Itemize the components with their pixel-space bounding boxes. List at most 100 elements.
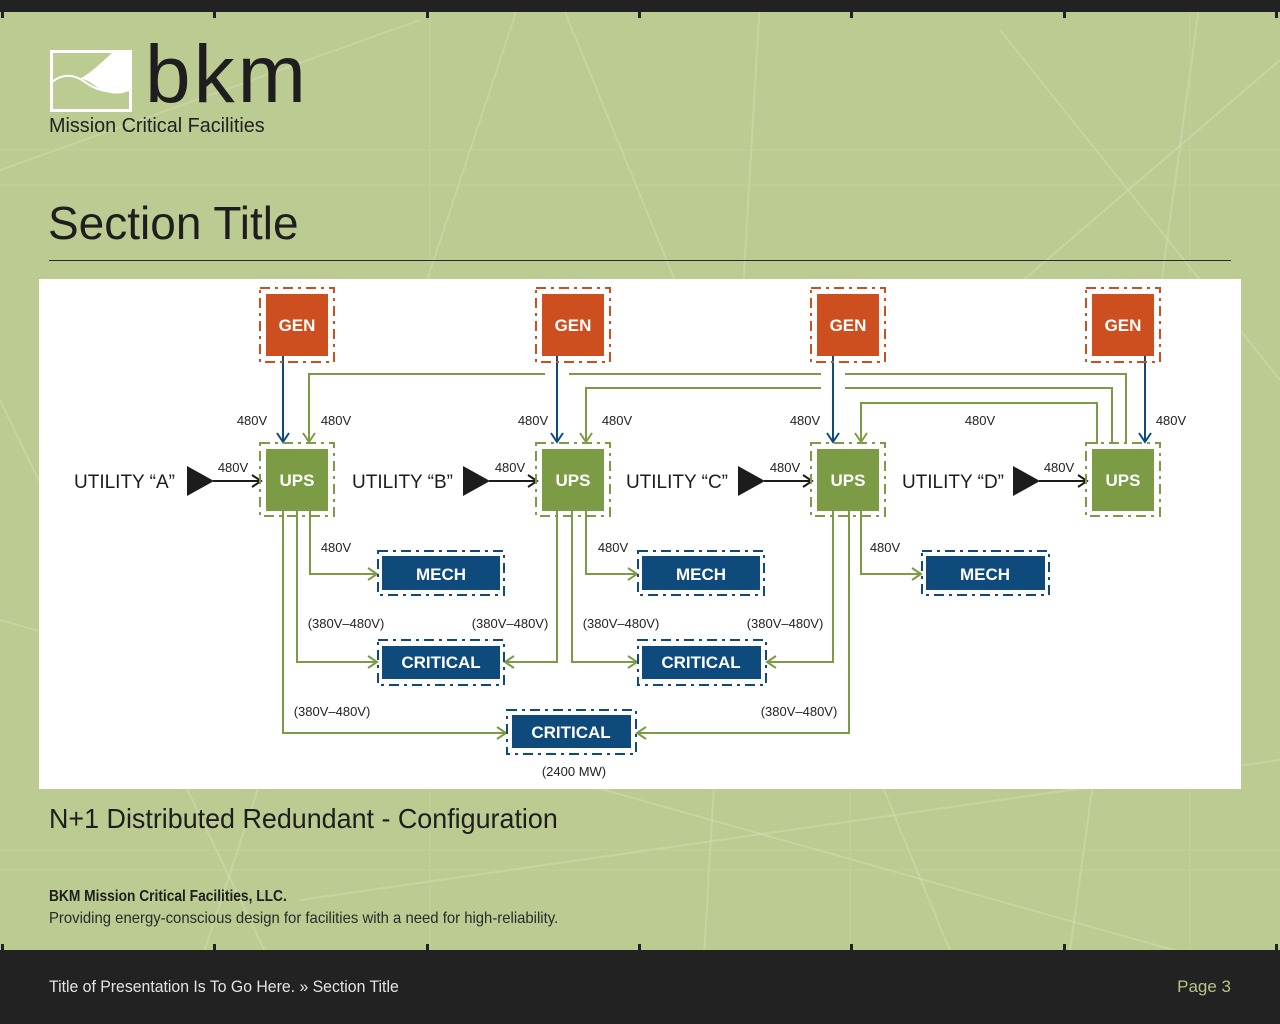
mech-boundary — [377, 550, 505, 596]
voltage-label: 480V — [1156, 413, 1187, 428]
mech-load-node[interactable]: MECH — [921, 550, 1050, 596]
ups-boundary — [535, 442, 611, 517]
critical-label: CRITICAL — [401, 653, 480, 672]
footer-breadcrumb: Title of Presentation Is To Go Here. » S… — [49, 977, 399, 996]
cross-feed-line-ups4-to-ups2 — [579, 387, 1113, 444]
voltage-label: 480V — [790, 413, 821, 428]
generator-boundary — [259, 287, 335, 363]
power-distribution-diagram: GEN GEN GEN GEN UPS UPS — [74, 287, 1187, 779]
mech-label: MECH — [416, 565, 466, 584]
critical-boundary — [377, 639, 505, 686]
ups2-to-critical2-line — [571, 511, 639, 669]
bottom-tick — [850, 944, 853, 950]
diagram-panel: GEN GEN GEN GEN UPS UPS — [39, 279, 1241, 789]
footer-bar — [0, 950, 1280, 1024]
voltage-range-label: (380V–480V) — [294, 704, 371, 719]
bottom-tick — [1063, 944, 1066, 950]
generator-label: GEN — [555, 316, 592, 335]
voltage-range-label: (380V–480V) — [308, 616, 385, 631]
critical-load-node[interactable]: CRITICAL — [637, 639, 767, 686]
top-tick — [1275, 12, 1278, 18]
voltage-label: 480V — [965, 413, 996, 428]
gen-feed-line-2 — [550, 356, 564, 444]
utility-source-icon — [463, 466, 490, 496]
mech-label: MECH — [960, 565, 1010, 584]
ups-box — [1092, 449, 1154, 511]
critical-label: CRITICAL — [531, 723, 610, 742]
critical-load-node[interactable]: CRITICAL — [506, 709, 637, 755]
voltage-range-label: (380V–480V) — [472, 616, 549, 631]
top-tick — [213, 12, 216, 18]
critical-load-node[interactable]: CRITICAL — [377, 639, 505, 686]
top-tick — [638, 12, 641, 18]
mech-load-node[interactable]: MECH — [637, 550, 765, 596]
utility-source-icon — [1013, 466, 1040, 496]
company-name: BKM Mission Critical Facilities, LLC. — [49, 888, 287, 905]
generator-boundary — [1085, 287, 1161, 363]
generator-label: GEN — [830, 316, 867, 335]
ups3-to-critical3-line — [635, 511, 850, 740]
generator-boundary — [535, 287, 611, 363]
mech-label: MECH — [676, 565, 726, 584]
utility-label: UTILITY “C” — [626, 472, 728, 493]
top-bar — [0, 0, 1280, 12]
voltage-label: 480V — [602, 413, 633, 428]
top-tick — [426, 12, 429, 18]
ups-node[interactable]: UPS — [259, 442, 335, 517]
ups-box — [266, 449, 328, 511]
bottom-tick — [426, 944, 429, 950]
section-title: Section Title — [48, 197, 299, 249]
ups-boundary — [810, 442, 886, 517]
critical-boundary — [637, 639, 767, 686]
generator-box — [817, 294, 879, 356]
ups-box — [542, 449, 604, 511]
title-divider — [49, 260, 1231, 261]
critical-box — [512, 715, 631, 748]
ups-box — [817, 449, 879, 511]
ups-label: UPS — [556, 471, 591, 490]
generator-node[interactable]: GEN — [810, 287, 886, 363]
voltage-label: 480V — [321, 540, 352, 555]
utility-label: UTILITY “A” — [74, 472, 175, 493]
ups-label: UPS — [831, 471, 866, 490]
ups-label: UPS — [280, 471, 315, 490]
generator-node[interactable]: GEN — [1085, 287, 1161, 363]
generator-label: GEN — [1105, 316, 1142, 335]
ups2-to-critical1-line — [503, 511, 558, 669]
critical-boundary — [506, 709, 637, 755]
cross-feed-line-ups4-to-ups1 — [302, 373, 1127, 444]
generator-box — [266, 294, 328, 356]
logo-tagline: Mission Critical Facilities — [49, 115, 265, 137]
ups3-to-mech3-line — [860, 511, 923, 581]
bottom-tick — [1, 944, 4, 950]
voltage-range-label: (380V–480V) — [761, 704, 838, 719]
mech-boundary — [637, 550, 765, 596]
generator-node[interactable]: GEN — [535, 287, 611, 363]
mech-boundary — [921, 550, 1050, 596]
ups-node[interactable]: UPS — [1085, 442, 1161, 517]
top-tick — [1, 12, 4, 18]
utility-source-icon — [187, 466, 214, 496]
critical-box — [382, 646, 500, 679]
top-tick — [1063, 12, 1066, 18]
utility-feed-line-1 — [213, 474, 263, 488]
voltage-label: 480V — [1044, 460, 1075, 475]
texture-line — [0, 19, 421, 171]
critical-capacity-label: (2400 MW) — [542, 764, 606, 779]
utility-label: UTILITY “D” — [902, 472, 1004, 493]
gen-feed-line-1 — [276, 356, 290, 444]
mech-load-node[interactable]: MECH — [377, 550, 505, 596]
voltage-label: 480V — [218, 460, 249, 475]
ups-node[interactable]: UPS — [535, 442, 611, 517]
voltage-label: 480V — [495, 460, 526, 475]
diagram-caption: N+1 Distributed Redundant - Configuratio… — [49, 803, 558, 834]
generator-label: GEN — [279, 316, 316, 335]
voltage-label: 480V — [598, 540, 629, 555]
ups-label: UPS — [1106, 471, 1141, 490]
mech-box — [382, 556, 500, 590]
generator-box — [1092, 294, 1154, 356]
ups-node[interactable]: UPS — [810, 442, 886, 517]
voltage-label: 480V — [237, 413, 268, 428]
generator-node[interactable]: GEN — [259, 287, 335, 363]
